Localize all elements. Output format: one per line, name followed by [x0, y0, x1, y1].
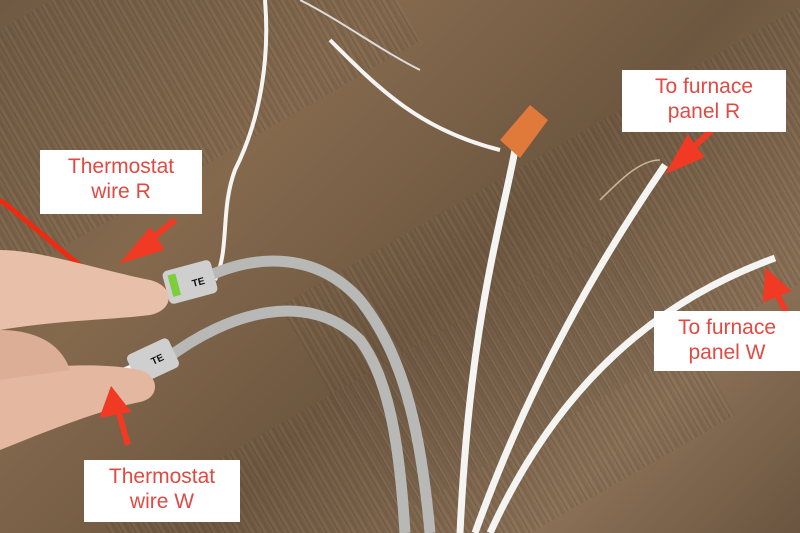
label-line: panel W	[688, 341, 766, 364]
gray-cable-r	[197, 255, 436, 533]
hand-finger-lower	[0, 365, 155, 450]
label-furnace-panel-r: To furnace panel R	[622, 70, 786, 132]
hand-finger-upper	[0, 250, 169, 330]
label-line: wire R	[91, 180, 151, 203]
label-line: Thermostat	[108, 465, 216, 488]
label-line: panel R	[667, 100, 741, 123]
wire-nut-icon	[500, 105, 548, 158]
arrow-icon	[99, 127, 798, 446]
svg-text:TE: TE	[191, 276, 207, 290]
gray-cable-w	[161, 305, 411, 533]
label-line: wire W	[129, 490, 195, 513]
label-line: Thermostat	[67, 155, 175, 178]
label-furnace-panel-w: To furnace panel W	[654, 311, 800, 371]
thin-white-wire	[213, 0, 269, 281]
label-thermostat-wire-r: Thermostat wire R	[40, 150, 202, 214]
svg-text:TE: TE	[150, 352, 167, 368]
label-thermostat-wire-w: Thermostat wire W	[84, 460, 240, 522]
label-line: To furnace	[654, 75, 754, 98]
label-line: To furnace	[677, 316, 777, 339]
